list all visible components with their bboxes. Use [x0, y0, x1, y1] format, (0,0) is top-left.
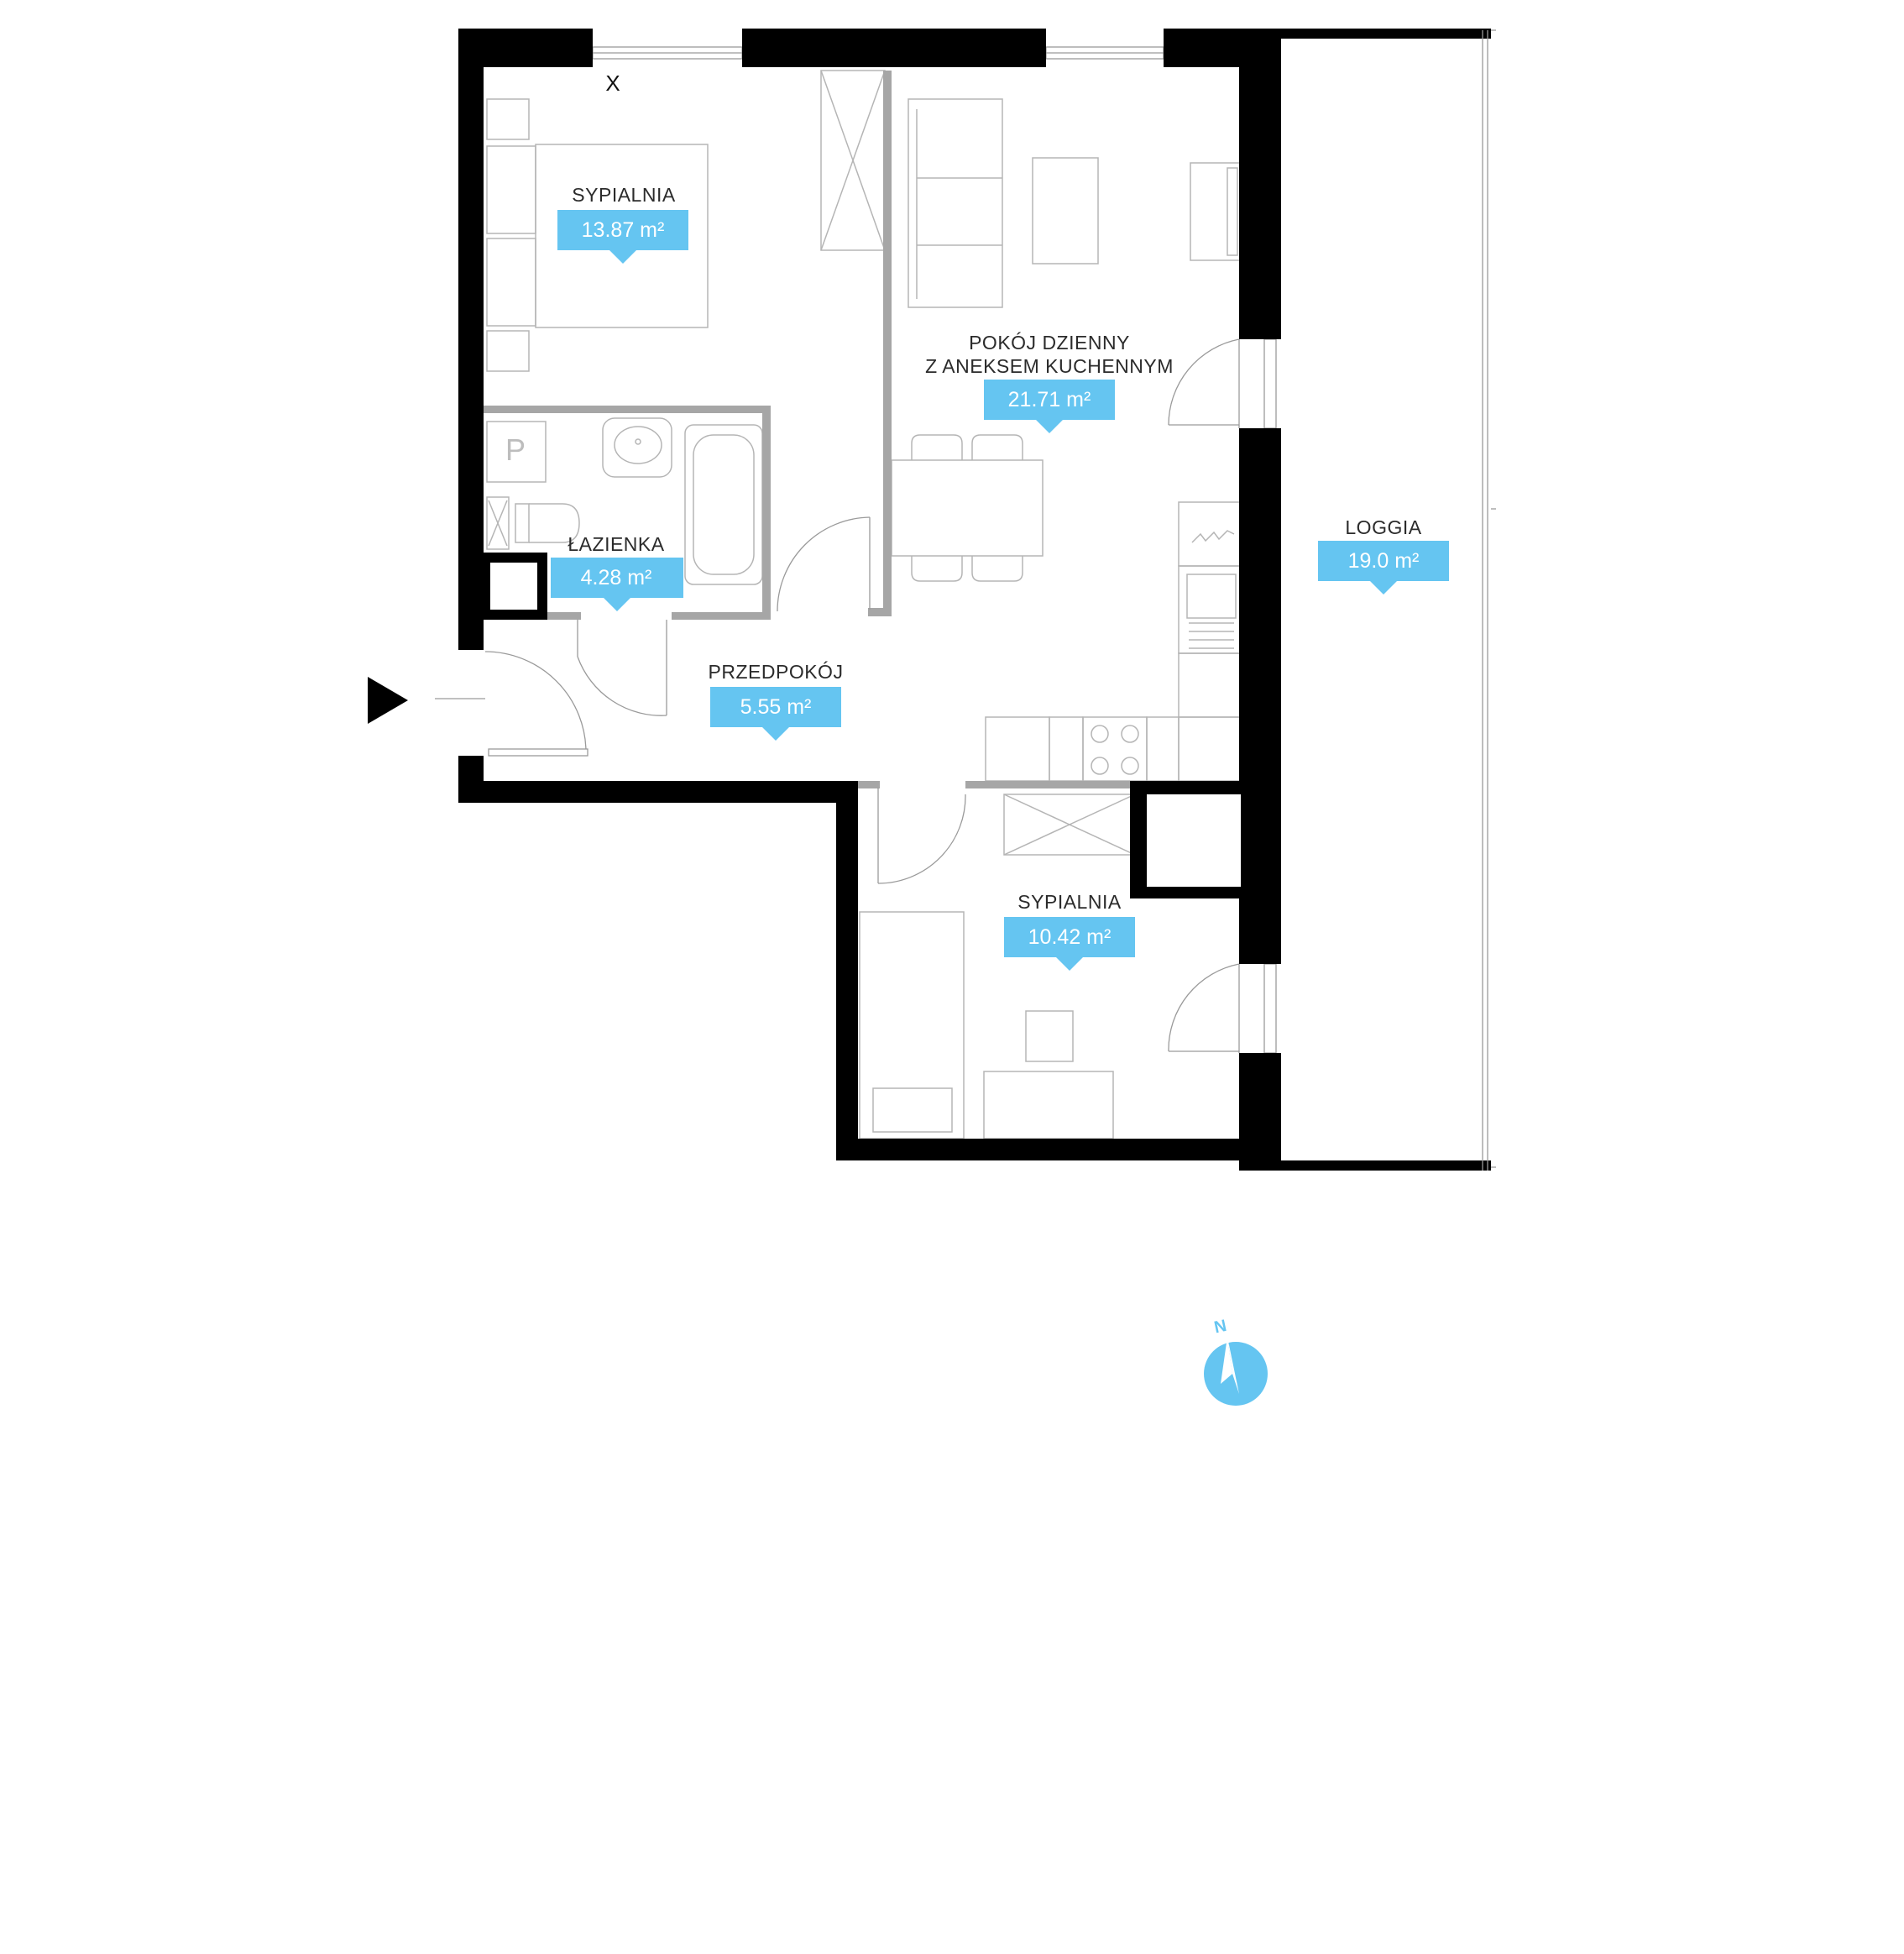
area-badge	[1318, 541, 1449, 595]
area-badge	[557, 210, 688, 264]
room-name: ŁAZIENKA	[568, 533, 664, 555]
partitions	[484, 71, 1148, 788]
loggia-railing	[1482, 29, 1496, 1171]
area-badge	[710, 687, 841, 741]
room-name: PRZEDPOKÓJ	[709, 661, 844, 683]
area-badge	[984, 380, 1115, 433]
north-label: N	[1212, 1317, 1228, 1338]
area-value: 19.0 m²	[1348, 549, 1420, 573]
area-badge	[1004, 917, 1135, 971]
room-name: LOGGIA	[1345, 516, 1421, 538]
area-value: 10.42 m²	[1028, 925, 1112, 949]
area-value: 13.87 m²	[582, 218, 665, 242]
area-value: 5.55 m²	[740, 695, 812, 719]
room-bedroom-1[interactable]: SYPIALNIA 13.87 m²	[557, 184, 688, 264]
area-badge	[551, 558, 683, 611]
room-name-line-2: Z ANEKSEM KUCHENNYM	[925, 355, 1174, 377]
area-value: 4.28 m²	[581, 566, 652, 589]
room-bathroom[interactable]: ŁAZIENKA 4.28 m²	[551, 533, 683, 611]
room-name: SYPIALNIA	[1017, 891, 1122, 913]
window-mark: X	[605, 71, 620, 96]
room-living-kitchen[interactable]: POKÓJ DZIENNY Z ANEKSEM KUCHENNYM 21.71 …	[925, 332, 1174, 433]
room-loggia[interactable]: LOGGIA 19.0 m²	[1318, 516, 1449, 595]
compass-icon: N	[1204, 1317, 1268, 1406]
room-name: SYPIALNIA	[572, 184, 676, 206]
area-value: 21.71 m²	[1008, 388, 1091, 411]
room-hallway[interactable]: PRZEDPOKÓJ 5.55 m²	[709, 661, 844, 741]
bath-fixture-label: P	[505, 432, 526, 467]
entrance-arrow-icon	[368, 677, 408, 724]
room-bedroom-2[interactable]: SYPIALNIA 10.42 m²	[1004, 891, 1135, 971]
room-name-line-1: POKÓJ DZIENNY	[969, 332, 1130, 354]
